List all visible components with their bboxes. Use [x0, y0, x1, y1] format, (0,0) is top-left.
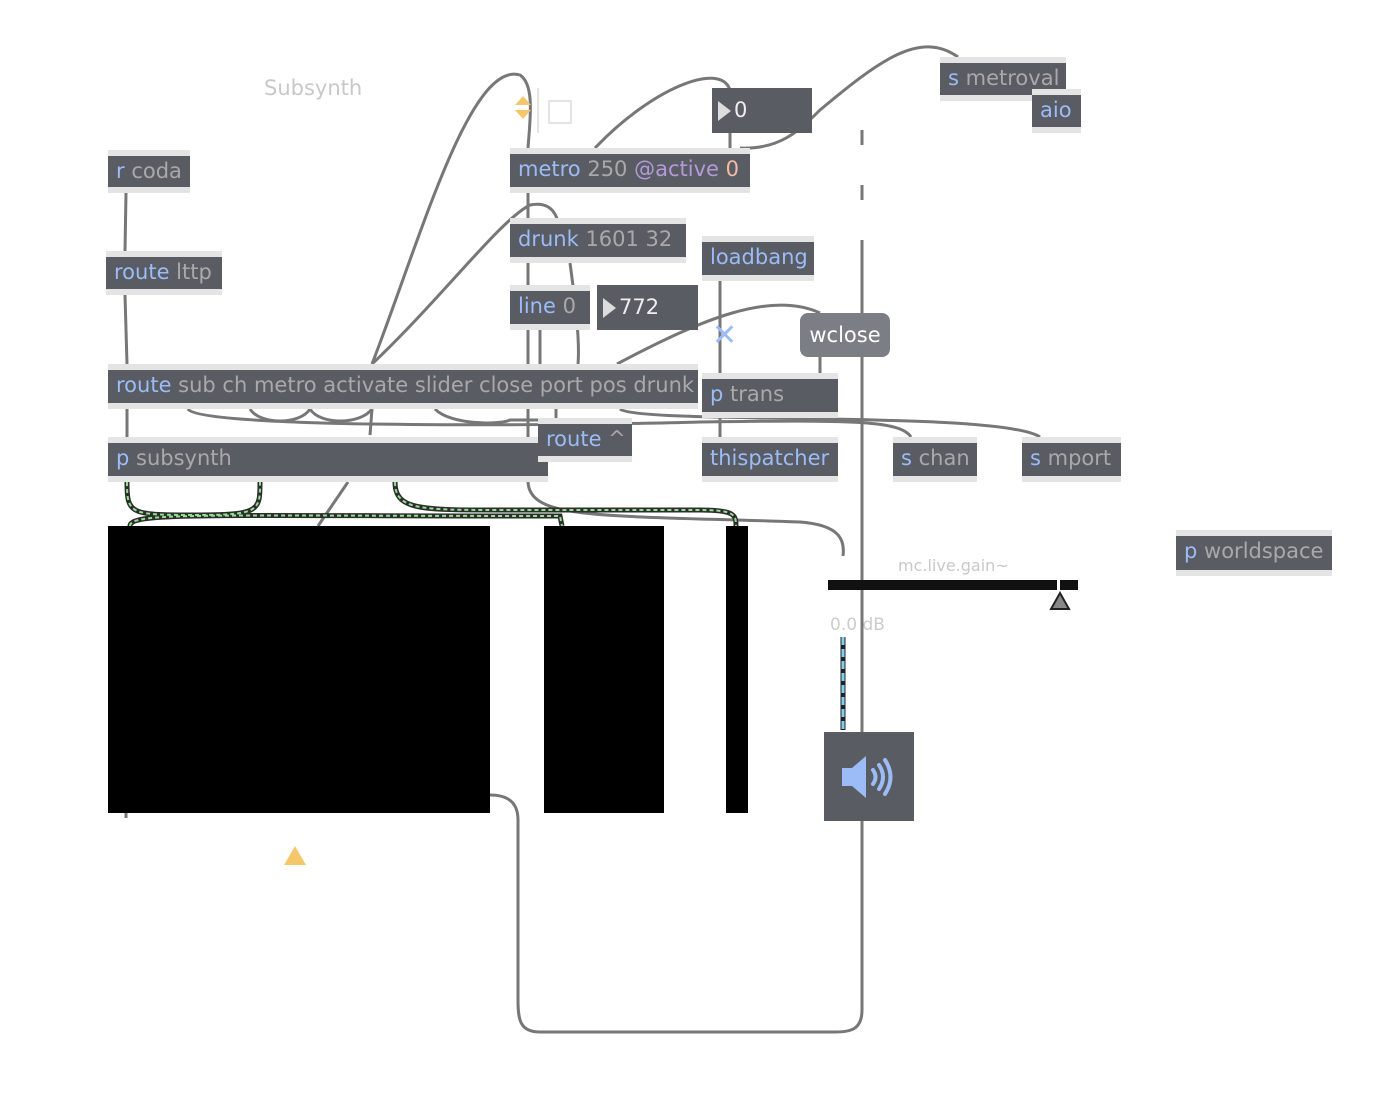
toggle-divider — [537, 88, 539, 133]
display-panel-medium — [544, 526, 664, 813]
gain-slider-notch — [1057, 580, 1060, 590]
number-triangle-icon — [718, 101, 731, 121]
obj-line[interactable]: line 0 — [510, 285, 590, 330]
obj-drunk[interactable]: drunk 1601 32 — [510, 218, 686, 263]
number-arrows[interactable] — [515, 96, 531, 126]
number-box-line[interactable]: 772 — [597, 285, 698, 330]
toggle-checkbox[interactable] — [548, 100, 572, 124]
subsynth-comment: Subsynth — [264, 76, 363, 100]
wclose-message[interactable]: wclose — [800, 313, 890, 357]
obj-thispatcher[interactable]: thispatcher — [702, 437, 838, 482]
obj-route-lttp[interactable]: route lttp — [106, 251, 222, 295]
obj-s-mport[interactable]: s mport — [1022, 437, 1121, 482]
obj-loadbang[interactable]: loadbang — [702, 236, 814, 281]
obj-s-chan[interactable]: s chan — [893, 437, 977, 482]
display-panel-large — [108, 526, 490, 813]
number-triangle-icon — [603, 298, 616, 318]
obj-p-subsynth[interactable]: p subsynth — [108, 437, 548, 482]
dac-speaker-button[interactable] — [824, 732, 914, 821]
number-box-top[interactable]: 0 — [712, 88, 812, 133]
warning-triangle-icon — [284, 846, 306, 865]
gain-slider-thumb-icon[interactable] — [1049, 591, 1071, 611]
display-panel-narrow — [726, 526, 748, 813]
close-x-icon: ✕ — [712, 318, 738, 353]
number-value: 0 — [734, 98, 748, 122]
obj-route-main[interactable]: route sub ch metro activate slider close… — [108, 364, 698, 409]
gain-slider-track[interactable] — [828, 580, 1078, 590]
obj-r-coda[interactable]: r coda — [108, 150, 190, 193]
obj-route-caret[interactable]: route ^ — [538, 418, 632, 462]
gain-label: mc.live.gain~ — [898, 556, 1009, 575]
speaker-icon — [842, 756, 893, 798]
gain-value: 0.0 dB — [830, 615, 885, 635]
obj-s-metroval[interactable]: s metroval — [940, 57, 1066, 101]
obj-metro[interactable]: metro 250 @active 0 — [510, 148, 750, 193]
obj-p-worldspace[interactable]: p worldspace — [1176, 530, 1332, 576]
obj-p-trans[interactable]: p trans — [702, 373, 838, 418]
obj-aio[interactable]: aio — [1032, 89, 1081, 133]
number-value: 772 — [619, 295, 660, 319]
